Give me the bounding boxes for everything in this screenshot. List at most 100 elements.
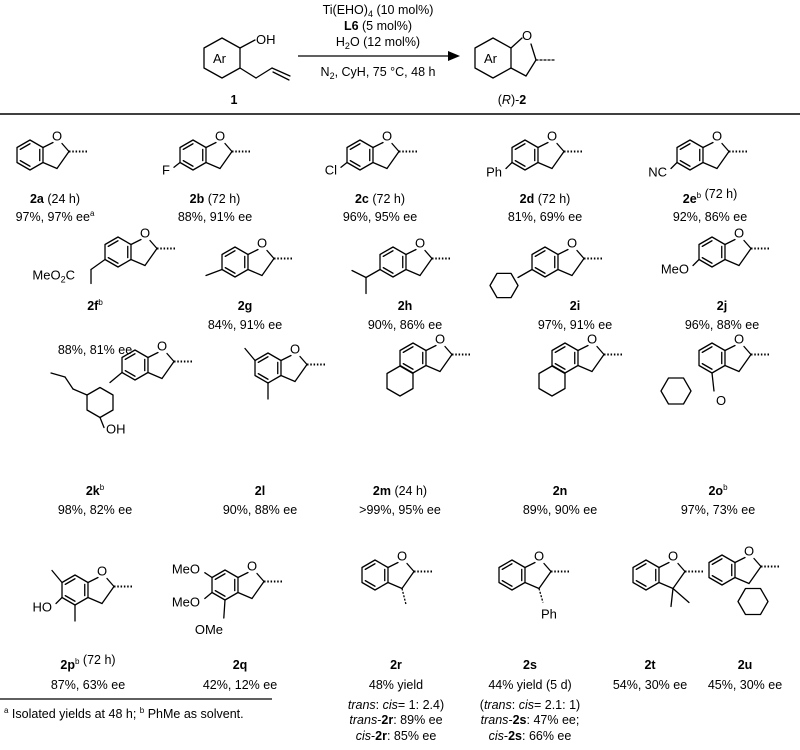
svg-text:O: O [157, 339, 167, 354]
svg-text:O: O [247, 559, 257, 574]
conditions: Ti(EHO)4 (10 mol%) L6 (5 mol%) H2O (12 m… [298, 3, 460, 81]
svg-text:O: O [734, 332, 744, 347]
svg-text:O: O [290, 342, 300, 357]
structure-2q: O MeO MeO OMe [172, 559, 282, 637]
result-2m: >99%, 95% ee [359, 503, 441, 517]
svg-text:O: O [215, 129, 225, 144]
structure-2u: O [708, 544, 779, 616]
label-2r: 2r [390, 658, 402, 672]
structure-2d: O Ph [486, 129, 582, 180]
product-2: Ar O (R)-2 [474, 28, 555, 107]
result-2c: 96%, 95% ee [343, 210, 417, 224]
structure-2n: O [538, 332, 622, 397]
svg-text:O: O [587, 332, 597, 347]
result-2u: 45%, 30% ee [708, 678, 782, 692]
svg-text:NC: NC [648, 165, 667, 180]
result-2p: 87%, 63% ee [51, 678, 125, 692]
label-2m: 2m (24 h) [373, 484, 427, 498]
svg-text:O: O [716, 393, 726, 408]
substrate-label: 1 [231, 93, 238, 107]
result-2l: 90%, 88% ee [223, 503, 297, 517]
label-2i: 2i [570, 299, 580, 313]
product-ar-label: Ar [484, 51, 498, 66]
label-2h: 2h [398, 299, 413, 313]
result-2r: 48% yield [369, 678, 423, 692]
note-2r-cis: cis-2r: 85% ee [356, 729, 437, 743]
result-2g: 84%, 91% ee [208, 318, 282, 332]
label-2e: 2eb (72 h) [683, 187, 738, 206]
structure-2h: O [351, 236, 450, 295]
label-2u: 2u [738, 658, 753, 672]
svg-text:F: F [162, 163, 170, 178]
structure-2m: O [386, 332, 470, 397]
svg-text:O: O [397, 549, 407, 564]
structure-2c: O Cl [325, 129, 417, 178]
structure-2l: O [244, 342, 325, 400]
structure-2s: OPh [498, 549, 569, 622]
structure-2r: O [361, 549, 432, 605]
svg-text:O: O [712, 129, 722, 144]
svg-text:HO: HO [33, 600, 53, 615]
label-2f: 2fb [87, 298, 103, 313]
structure-2j: O MeO [661, 226, 769, 277]
note-2s-ratio: (trans: cis= 2.1: 1) [480, 698, 580, 712]
structure-2i: O [489, 236, 602, 299]
result-2s: 44% yield (5 d) [488, 678, 571, 692]
structure-2e: O NC [648, 129, 747, 180]
label-2n: 2n [553, 484, 568, 498]
conditions-text: N2, CyH, 75 °C, 48 h [321, 65, 436, 81]
result-2k: 98%, 82% ee [58, 503, 132, 517]
label-2a: 2a (24 h) [30, 192, 80, 206]
svg-text:Cl: Cl [325, 163, 337, 178]
svg-text:O: O [734, 226, 744, 241]
note-2s-trans: trans-2s: 47% ee; [481, 713, 580, 727]
ligand-text: L6 (5 mol%) [344, 19, 412, 33]
svg-text:OH: OH [106, 422, 126, 437]
svg-text:O: O [140, 226, 150, 241]
label-2j: 2j [717, 299, 727, 313]
footnote: a Isolated yields at 48 h; b PhMe as sol… [4, 706, 244, 721]
result-2a: 97%, 97% eea [16, 209, 95, 224]
label-2l: 2l [255, 484, 265, 498]
result-2i: 97%, 91% ee [538, 318, 612, 332]
svg-text:O: O [257, 236, 267, 251]
label-2d: 2d (72 h) [520, 192, 571, 206]
svg-text:O: O [415, 236, 425, 251]
result-2q: 42%, 12% ee [203, 678, 277, 692]
structure-2o: OO [660, 332, 769, 408]
svg-text:O: O [744, 544, 754, 559]
svg-text:OMe: OMe [195, 622, 223, 637]
substrate-1: Ar OH 1 [203, 32, 291, 107]
structure-2p: OHO [33, 564, 132, 622]
note-2r-trans: trans-2r: 89% ee [349, 713, 442, 727]
svg-text:Ph: Ph [486, 165, 502, 180]
svg-text:O: O [382, 129, 392, 144]
svg-text:O: O [547, 129, 557, 144]
label-2t: 2t [644, 658, 656, 672]
svg-text:MeO: MeO [172, 595, 200, 610]
svg-text:O: O [435, 332, 445, 347]
structure-2k: O OH [50, 339, 192, 437]
oh-label: OH [256, 32, 276, 47]
result-2j: 96%, 88% ee [685, 318, 759, 332]
svg-text:MeO: MeO [172, 562, 200, 577]
result-2b: 88%, 91% ee [178, 210, 252, 224]
label-2s: 2s [523, 658, 537, 672]
notes-2r: trans: cis= 1: 2.4) trans-2r: 89% ee cis… [348, 698, 444, 743]
svg-text:O: O [52, 129, 62, 144]
result-2t: 54%, 30% ee [613, 678, 687, 692]
structure-2a: O [16, 129, 87, 171]
label-2o: 2ob [708, 483, 728, 498]
label-2g: 2g [238, 299, 253, 313]
label-2b: 2b (72 h) [190, 192, 241, 206]
label-2p: 2pb (72 h) [60, 653, 115, 672]
label-2c: 2c (72 h) [355, 192, 405, 206]
product-o-label: O [522, 28, 532, 43]
note-2s-cis: cis-2s: 66% ee [489, 729, 572, 743]
ar-label: Ar [213, 51, 227, 66]
svg-text:MeO: MeO [661, 262, 689, 277]
svg-text:O: O [668, 549, 678, 564]
